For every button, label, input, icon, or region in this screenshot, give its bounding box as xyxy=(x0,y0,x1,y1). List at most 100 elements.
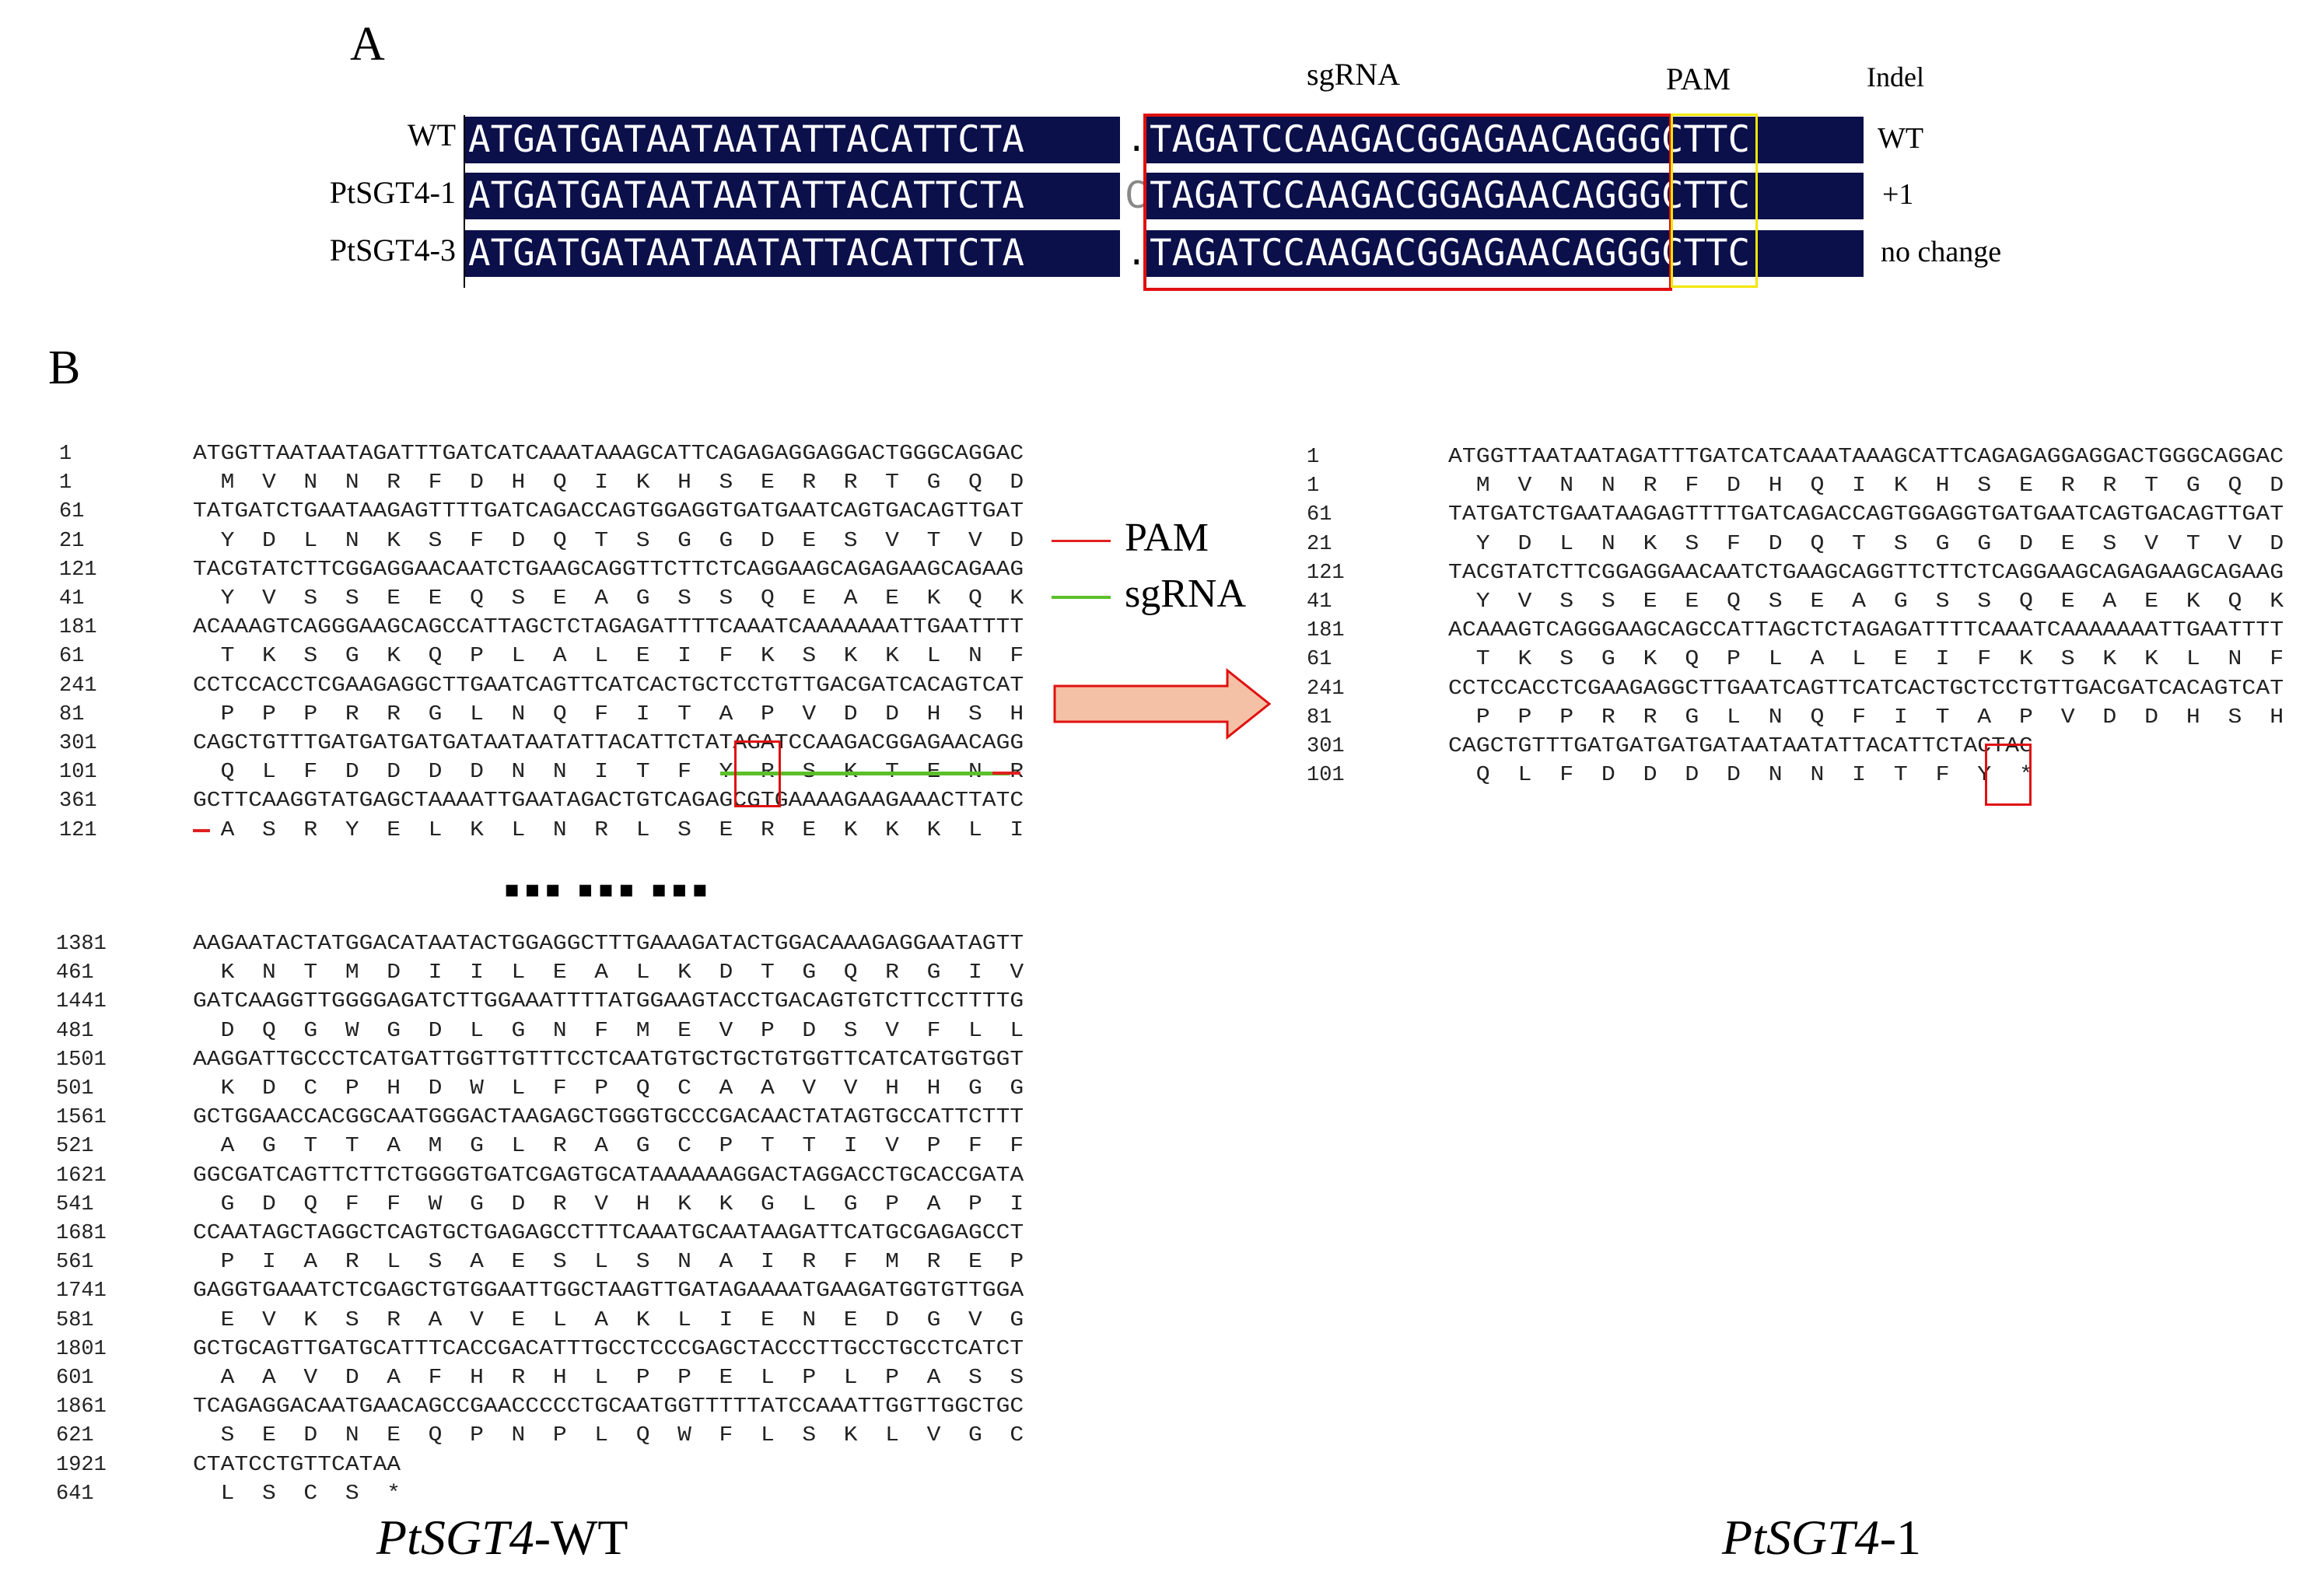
line-number: 61 xyxy=(1307,503,1332,527)
amino-acid-line: M V N N R F D H Q I K H S E R R T G Q D xyxy=(1448,474,2284,499)
align-insert-ptsgt4-1: C xyxy=(1125,174,1147,217)
nucleotide-line: CCTCCACCTCGAAGAGGCTTGAATCAGTTCATCACTGCTC… xyxy=(193,674,1024,698)
line-number: 481 xyxy=(56,1019,94,1043)
line-number: 1621 xyxy=(56,1164,107,1188)
line-number: 241 xyxy=(1307,677,1345,701)
transition-arrow-icon xyxy=(1053,667,1272,740)
line-number: 641 xyxy=(56,1482,94,1506)
amino-acid-line: T K S G K Q P L A L E I F K S K K L N F xyxy=(1448,648,2284,672)
amino-acid-line: Q L F D D D D N N I T F Y R S K T E N R xyxy=(193,761,1024,785)
amino-acid-line: A G T T A M G L R A G C P T T I V P F F xyxy=(193,1135,1024,1159)
line-number: 621 xyxy=(56,1424,94,1448)
mutant-caption: PtSGT4-1 xyxy=(1722,1510,1921,1565)
line-number: 501 xyxy=(56,1077,94,1101)
line-number: 1741 xyxy=(56,1279,107,1304)
amino-acid-line: Q L F D D D D N N I T F Y * xyxy=(1448,764,2033,788)
line-number: 181 xyxy=(59,616,97,640)
nucleotide-line: GCTGGAACCACGGCAATGGGACTAAGAGCTGGGTGCCCGA… xyxy=(193,1106,1024,1130)
line-number: 61 xyxy=(59,500,85,524)
legend-sgrna-label: sgRNA xyxy=(1125,572,1247,616)
nucleotide-line: ATGGTTAATAATAGATTTGATCATCAAATAAAGCATTCAG… xyxy=(1448,446,2284,469)
amino-acid-line: P P P R R G L N Q F I T A P V D D H S H xyxy=(1448,705,2284,730)
alignment-left-rule xyxy=(464,115,465,288)
nucleotide-line: AAGGATTGCCCTCATGATTGGTTGTTTCCTCAATGTGCTG… xyxy=(193,1048,1024,1072)
nucleotide-line: GCTGCAGTTGATGCATTTCACCGACATTTGCCTCCCGAGC… xyxy=(193,1337,1024,1361)
amino-acid-line: Y D L N K S F D Q T S G G D E S V T V D xyxy=(1448,532,2284,556)
line-number: 101 xyxy=(59,761,97,785)
wt-pam-underline-2 xyxy=(193,829,210,832)
indel-header: Indel xyxy=(1867,61,1924,93)
row-name-ptsgt4-3: PtSGT4-3 xyxy=(329,233,456,268)
line-number: 581 xyxy=(56,1308,94,1332)
mutant-stop-codon-box xyxy=(1985,744,2032,806)
row-name-wt: WT xyxy=(407,117,456,152)
line-number: 61 xyxy=(1307,648,1332,672)
line-number: 61 xyxy=(59,645,85,669)
line-number: 601 xyxy=(56,1367,94,1390)
align-right-ptsgt4-3: TAGATCCAAGACGGAGAACAGGGCTTC xyxy=(1146,230,1864,277)
amino-acid-line: T K S G K Q P L A L E I F K S K K L N F xyxy=(193,645,1024,669)
line-number: 121 xyxy=(1307,561,1345,585)
line-number: 521 xyxy=(56,1135,94,1159)
legend-pam-swatch xyxy=(1052,540,1111,542)
line-number: 361 xyxy=(59,789,97,814)
line-number: 121 xyxy=(59,818,97,842)
line-number: 301 xyxy=(1307,735,1345,758)
line-number: 1861 xyxy=(56,1395,107,1419)
line-number: 41 xyxy=(59,587,85,611)
line-number: 81 xyxy=(59,702,85,726)
nucleotide-line: CTATCCTGTTCATAA xyxy=(193,1453,401,1477)
nucleotide-line: CCAATAGCTAGGCTCAGTGCTGAGAGCCTTTCAAATGCAA… xyxy=(193,1222,1024,1245)
nucleotide-line: TACGTATCTTCGGAGGAACAATCTGAAGCAGGTTCTTCTC… xyxy=(193,558,1024,582)
wt-caption: PtSGT4-WT xyxy=(376,1510,628,1565)
amino-acid-line: L S C S * xyxy=(193,1482,401,1506)
line-number: 1 xyxy=(59,471,72,495)
wt-sgrna-underline xyxy=(720,772,1010,775)
nucleotide-line: TCAGAGGACAATGAACAGCCGAACCCCCTGCAATGGTTTT… xyxy=(193,1395,1024,1419)
line-number: 241 xyxy=(59,674,97,698)
align-left-wt: ATGATGATAATAATATTACATTCTA xyxy=(465,117,1120,163)
amino-acid-line: D Q G W G D L G N F M E V P D S V F L L xyxy=(193,1019,1024,1043)
nucleotide-line: GATCAAGGTTGGGGAGATCTTGGAAATTTTATGGAAGTAC… xyxy=(193,990,1024,1014)
nucleotide-line: GGCGATCAGTTCTTCTGGGGTGATCGAGTGCATAAAAAAG… xyxy=(193,1164,1024,1188)
wt-codon-box xyxy=(734,740,781,807)
line-number: 1 xyxy=(59,443,72,466)
nucleotide-line: ACAAAGTCAGGGAAGCAGCCATTAGCTCTAGAGATTTTCA… xyxy=(193,616,1024,640)
amino-acid-line: K N T M D I I L E A L K D T G Q R G I V xyxy=(193,961,1024,985)
panel-a-label: A xyxy=(350,18,385,71)
row-name-ptsgt4-1: PtSGT4-1 xyxy=(329,175,456,210)
nucleotide-line: TATGATCTGAATAAGAGTTTTGATCAGACCAGTGGAGGTG… xyxy=(193,500,1024,524)
line-number: 21 xyxy=(59,529,85,553)
line-number: 1 xyxy=(1307,474,1320,499)
amino-acid-line: P I A R L S A E S L S N A I R F M R E P xyxy=(193,1251,1024,1275)
amino-acid-line: Y V S S E E Q S E A G S S Q E A E K Q K xyxy=(193,587,1024,611)
amino-acid-line: K D C P H D W L F P Q C A A V V H H G G xyxy=(193,1077,1024,1101)
indel-ptsgt4-3: no change xyxy=(1881,236,2002,268)
amino-acid-line: M V N N R F D H Q I K H S E R R T G Q D xyxy=(193,471,1024,495)
nucleotide-line: TATGATCTGAATAAGAGTTTTGATCAGACCAGTGGAGGTG… xyxy=(1448,503,2284,527)
nucleotide-line: GCTTCAAGGTATGAGCTAAAATTGAATAGACTGTCAGAGC… xyxy=(193,789,1024,814)
indel-wt: WT xyxy=(1878,122,1924,155)
sgrna-highlight-box xyxy=(1143,114,1672,291)
line-number: 461 xyxy=(56,961,94,985)
legend-pam-label: PAM xyxy=(1125,516,1209,560)
align-right-ptsgt4-1: TAGATCCAAGACGGAGAACAGGGCTTC xyxy=(1146,173,1864,219)
amino-acid-line: P P P R R G L N Q F I T A P V D D H S H xyxy=(193,702,1024,726)
line-number: 101 xyxy=(1307,764,1345,788)
nucleotide-line: CAGCTGTTTGATGATGATGATAATAATATTACATTCTATA… xyxy=(193,732,1024,755)
line-number: 541 xyxy=(56,1192,94,1216)
line-number: 121 xyxy=(59,558,97,582)
amino-acid-line: A A V D A F H R H L P P E L P L P A S S xyxy=(193,1367,1024,1390)
line-number: 301 xyxy=(59,732,97,755)
pam-header: PAM xyxy=(1666,61,1731,96)
line-number: 21 xyxy=(1307,532,1332,556)
amino-acid-line: S E D N E Q P N P L Q W F L S K L V G C xyxy=(193,1424,1024,1448)
align-right-wt: TAGATCCAAGACGGAGAACAGGGCTTC xyxy=(1146,117,1864,163)
line-number: 1681 xyxy=(56,1222,107,1245)
line-number: 1381 xyxy=(56,933,107,956)
legend-sgrna-swatch xyxy=(1052,596,1111,599)
nucleotide-line: TACGTATCTTCGGAGGAACAATCTGAAGCAGGTTCTTCTC… xyxy=(1448,561,2284,585)
pam-highlight-box xyxy=(1671,114,1758,288)
line-number: 1501 xyxy=(56,1048,107,1072)
